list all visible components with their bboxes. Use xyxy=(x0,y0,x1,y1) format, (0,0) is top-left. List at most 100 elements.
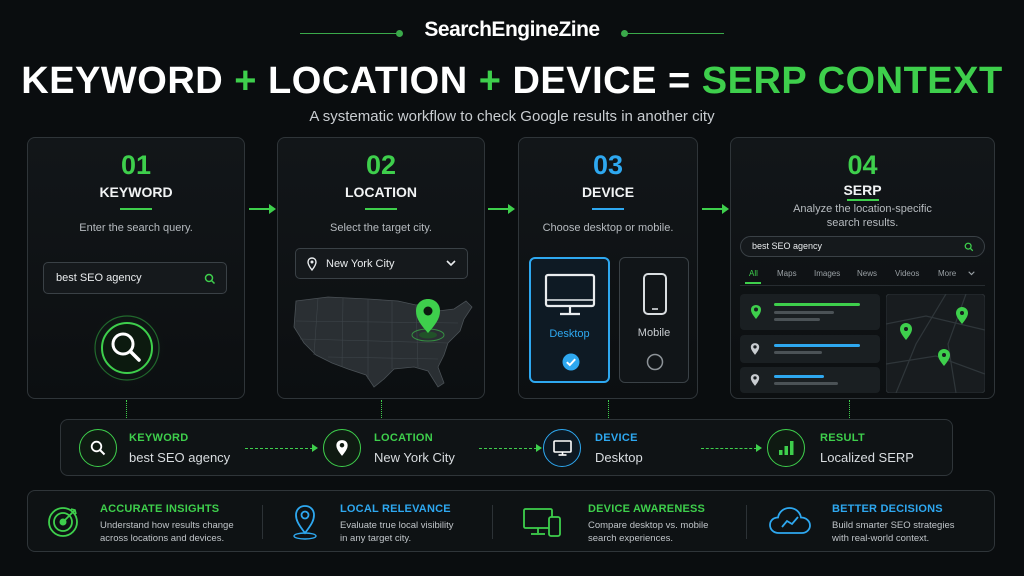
summary-device-value: Desktop xyxy=(595,450,643,465)
step-title: KEYWORD xyxy=(99,184,173,200)
city-select[interactable]: New York City xyxy=(295,248,468,279)
result-title-line xyxy=(774,344,860,347)
summary-location-label: LOCATION xyxy=(374,432,434,444)
workflow-summary-bar: KEYWORD best SEO agency LOCATION New Yor… xyxy=(60,419,953,476)
step-number: 02 xyxy=(365,150,397,180)
result-snippet-line xyxy=(774,351,822,354)
serp-result-2[interactable] xyxy=(740,335,880,363)
step-description: Enter the search query. xyxy=(79,222,193,234)
us-map-icon xyxy=(293,296,473,388)
benefit-line: Understand how results change xyxy=(100,520,234,531)
chevron-down-icon[interactable] xyxy=(446,260,456,267)
summary-device-badge xyxy=(543,429,581,467)
headline-keyword: KEYWORD xyxy=(21,60,224,102)
search-icon[interactable] xyxy=(964,242,974,252)
connector-step4 xyxy=(849,400,850,418)
headline-device: DEVICE xyxy=(512,60,657,102)
benefit-description: Build smarter SEO strategies with real-w… xyxy=(832,519,955,545)
serp-result-3[interactable] xyxy=(740,367,880,393)
title-underline xyxy=(592,208,624,210)
title-underline xyxy=(365,208,397,210)
benefit-divider xyxy=(492,505,493,539)
benefit-line: search experiences. xyxy=(588,533,674,544)
bar-chart-icon xyxy=(779,441,794,455)
benefit-description: Compare desktop vs. mobile search experi… xyxy=(588,519,708,545)
summary-location-value: New York City xyxy=(374,450,455,465)
benefit-line: with real-world context. xyxy=(832,533,930,544)
map-pin-icon xyxy=(751,305,761,319)
benefit-description: Understand how results change across loc… xyxy=(100,519,234,545)
summary-arrow-1 xyxy=(245,444,318,452)
brand-dot-left xyxy=(396,30,403,37)
check-circle-icon xyxy=(562,353,580,371)
keyword-input-value: best SEO agency xyxy=(56,272,142,284)
title-underline xyxy=(120,208,152,210)
result-snippet-line xyxy=(774,382,838,385)
keyword-search-input[interactable]: best SEO agency xyxy=(43,262,227,294)
step-card-device: 03 DEVICE Choose desktop or mobile. Desk… xyxy=(518,137,698,399)
location-pin-icon xyxy=(293,505,317,540)
benefit-divider xyxy=(746,505,747,539)
summary-keyword-label: KEYWORD xyxy=(129,432,189,444)
desktop-label: Desktop xyxy=(549,328,590,340)
step-card-serp: 04 SERP Analyze the location-specific se… xyxy=(730,137,995,399)
summary-device-label: DEVICE xyxy=(595,432,638,444)
step-title: DEVICE xyxy=(581,184,635,200)
summary-arrow-2 xyxy=(479,444,542,452)
serp-search-bar[interactable]: best SEO agency xyxy=(740,236,985,257)
benefit-line: across locations and devices. xyxy=(100,533,225,544)
serp-tab-all[interactable]: All xyxy=(749,269,758,278)
step-title: LOCATION xyxy=(344,184,418,200)
mobile-option[interactable]: Mobile xyxy=(619,257,689,383)
headline-equals: = xyxy=(668,60,691,102)
target-icon xyxy=(48,507,78,537)
serp-tab-images[interactable]: Images xyxy=(814,269,841,278)
benefit-description: Evaluate true local visibility in any ta… xyxy=(340,519,454,545)
smartphone-icon xyxy=(643,273,667,315)
arrow-step2-to-step3 xyxy=(488,204,515,214)
result-snippet-line xyxy=(774,311,834,314)
connector-step2 xyxy=(381,400,382,418)
devices-icon xyxy=(523,508,561,537)
selected-city: New York City xyxy=(326,258,395,270)
benefit-line: Evaluate true local visibility xyxy=(340,520,454,531)
serp-tab-news[interactable]: News xyxy=(857,269,878,278)
benefit-title: LOCAL RELEVANCE xyxy=(340,503,451,515)
benefit-divider xyxy=(262,505,263,539)
benefit-title: BETTER DECISIONS xyxy=(832,503,943,515)
location-pin-icon xyxy=(336,440,348,456)
benefits-panel: ACCURATE INSIGHTS Understand how results… xyxy=(27,490,995,552)
location-pin-icon xyxy=(307,257,317,271)
tabs-divider xyxy=(740,285,985,286)
magnifier-glow-icon xyxy=(87,308,167,388)
step-number: 03 xyxy=(592,150,624,180)
step-title: SERP xyxy=(843,182,882,198)
search-icon xyxy=(90,440,106,456)
benefit-title: DEVICE AWARENESS xyxy=(588,503,706,515)
search-icon[interactable] xyxy=(204,273,216,285)
connector-step3 xyxy=(608,400,609,418)
step-card-keyword: 01 KEYWORD Enter the search query. best … xyxy=(27,137,245,399)
benefit-line: Compare desktop vs. mobile xyxy=(588,520,709,531)
cloud-chart-icon xyxy=(769,507,811,534)
summary-result-label: RESULT xyxy=(820,432,865,444)
radio-empty-icon xyxy=(646,353,664,371)
serp-result-1[interactable] xyxy=(740,294,880,330)
serp-tab-videos[interactable]: Videos xyxy=(895,269,920,278)
headline: KEYWORD + LOCATION + DEVICE = SERP CONTE… xyxy=(0,60,1024,103)
step-number: 04 xyxy=(847,150,878,180)
map-pin-icon xyxy=(750,374,760,386)
serp-query: best SEO agency xyxy=(752,241,823,251)
step-description: Analyze the location-specific search res… xyxy=(793,203,932,229)
benefit-line: in any target city. xyxy=(340,533,412,544)
serp-tab-more[interactable]: More xyxy=(938,269,957,278)
headline-location: LOCATION xyxy=(268,60,468,102)
arrow-step1-to-step2 xyxy=(249,204,276,214)
step-description: Choose desktop or mobile. xyxy=(542,222,674,234)
headline-plus-2: + xyxy=(478,60,502,102)
serp-map-panel[interactable] xyxy=(886,294,985,393)
serp-tab-maps[interactable]: Maps xyxy=(777,269,797,278)
subtitle: A systematic workflow to check Google re… xyxy=(309,108,715,125)
monitor-icon xyxy=(544,273,596,316)
desktop-option[interactable]: Desktop xyxy=(529,257,610,383)
